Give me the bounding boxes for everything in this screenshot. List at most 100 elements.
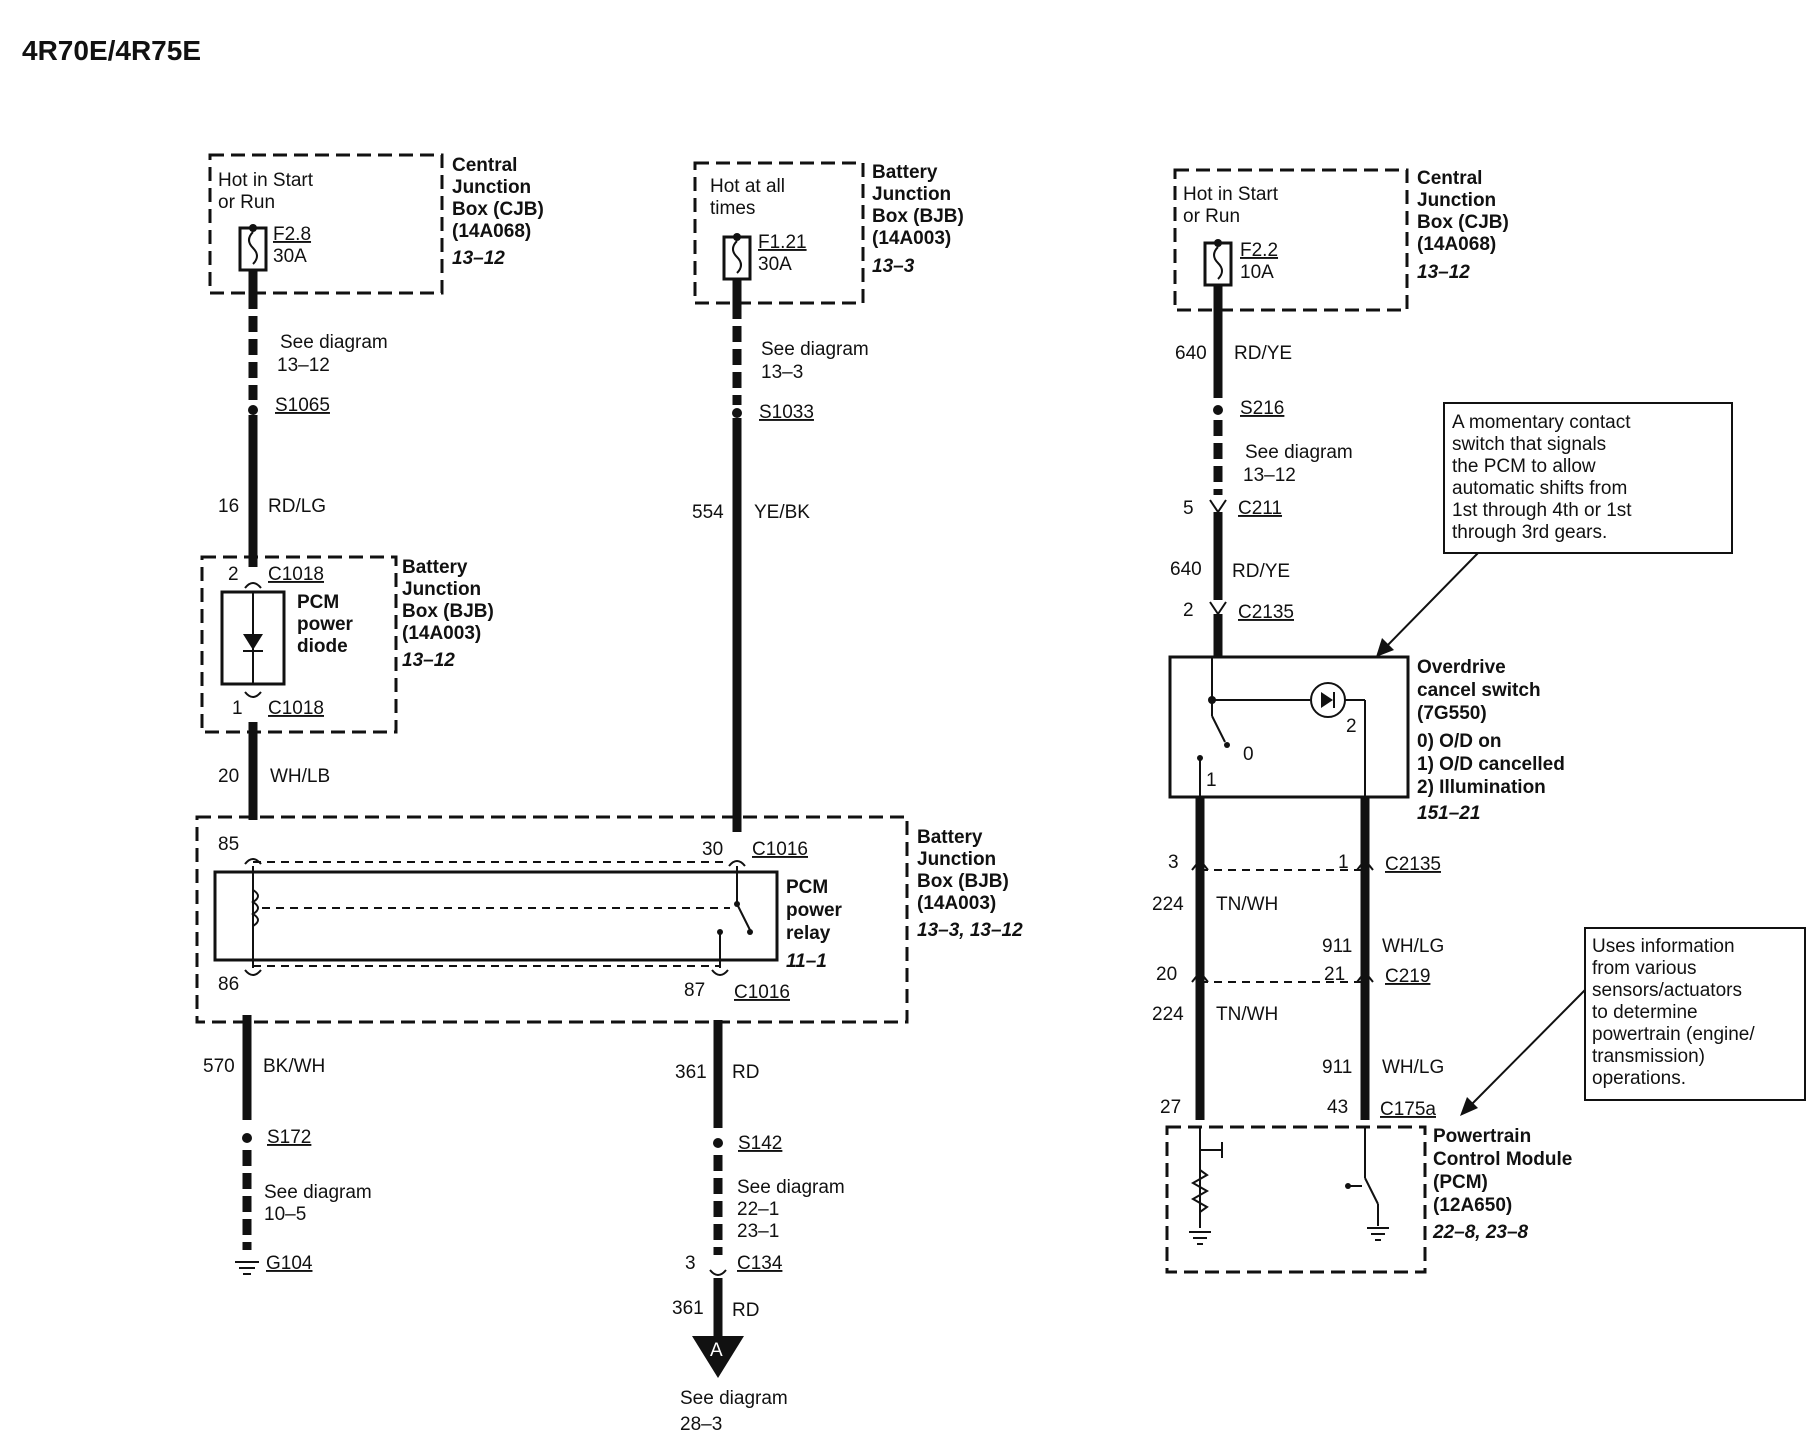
see-diagram-ref: 28–3 — [680, 1414, 722, 1435]
switch-note-line-3: the PCM to allow — [1452, 456, 1596, 477]
pcm-label-3: (PCM) — [1433, 1172, 1488, 1193]
pcm-label-4: (12A650) — [1433, 1195, 1512, 1216]
see-diagram-ref: 13–3 — [761, 362, 803, 383]
cjb-label-3: Box (CJB) — [1417, 212, 1509, 233]
connector-terminal-icon — [244, 969, 262, 976]
fuse-element-icon — [1213, 246, 1223, 280]
bjb-label-2: Junction — [872, 184, 951, 205]
hot-at-all-times-1: Hot at all — [710, 176, 785, 197]
wire-number: 640 — [1175, 343, 1207, 364]
pcm-note-line-5: powertrain (engine/ — [1592, 1024, 1755, 1045]
diode-icon — [243, 634, 263, 650]
splice-dot — [732, 408, 742, 418]
cjb-label-4: (14A068) — [452, 221, 531, 242]
arrow-label: A — [710, 1340, 723, 1361]
relay-switch-arm-icon — [736, 903, 751, 931]
switch-position-0: 0 — [1243, 744, 1254, 765]
relay-ref: 11–1 — [786, 951, 827, 972]
pin-43: 43 — [1327, 1097, 1348, 1118]
cjb-label-2: Junction — [1417, 190, 1496, 211]
see-diagram-label: See diagram — [680, 1388, 788, 1409]
relay-label-2: power — [786, 900, 843, 921]
contact-point — [747, 929, 753, 935]
splice-id: S1033 — [759, 402, 814, 423]
pointer-arrowhead-icon — [1460, 1097, 1478, 1116]
hot-in-start-label-1: Hot in Start — [218, 170, 314, 191]
wire-number: 361 — [675, 1062, 707, 1083]
wire-number: 361 — [672, 1298, 704, 1319]
switch-label-1: Overdrive — [1417, 657, 1506, 678]
bjb-label-3: Box (BJB) — [917, 871, 1009, 892]
fuse-id: F1.21 — [758, 232, 807, 253]
diode-label-1: PCM — [297, 592, 339, 613]
switch-state-1: 1) O/D cancelled — [1417, 754, 1565, 775]
see-diagram-label: See diagram — [1245, 442, 1353, 463]
bjb-label-1: Battery — [917, 827, 983, 848]
pin-number: 2 — [228, 564, 239, 585]
bjb-box-outline — [693, 161, 865, 305]
ground-id: G104 — [266, 1253, 313, 1274]
connector-terminal-icon — [244, 691, 262, 698]
pin-87: 87 — [684, 980, 705, 1001]
bjb-label-4: (14A003) — [872, 228, 951, 249]
wire-number: 554 — [692, 502, 724, 523]
fuse-amps: 10A — [1240, 262, 1274, 283]
connector-id: C1018 — [268, 564, 324, 585]
switch-note-line-4: automatic shifts from — [1452, 478, 1627, 499]
splice-dot — [713, 1138, 723, 1148]
ground-branch: 570 BK/WH S172 See diagram 10–5 G104 — [203, 1015, 372, 1275]
switch-note-line-5: 1st through 4th or 1st — [1452, 500, 1632, 521]
switch-state-0: 0) O/D on — [1417, 731, 1501, 752]
wire-number-left: 224 — [1152, 894, 1184, 915]
wire-number: 16 — [218, 496, 239, 517]
splice-id: S1065 — [275, 395, 330, 416]
cjb-ref: 13–12 — [452, 248, 505, 269]
connector-c2135: C2135 — [1385, 854, 1441, 875]
fuse-element-icon — [248, 231, 258, 265]
pcm-note-line-6: transmission) — [1592, 1046, 1705, 1067]
cjb-label-1: Central — [1417, 168, 1482, 189]
relay-label-1: PCM — [786, 877, 828, 898]
cjb-box-outline — [1173, 168, 1409, 312]
connector-arrow-icon — [1191, 858, 1209, 871]
wire-number: 640 — [1170, 559, 1202, 580]
connector-terminal-icon — [711, 969, 729, 976]
powertrain-control-module: Powertrain Control Module (PCM) (12A650)… — [1165, 927, 1806, 1274]
pcm-note-line-1: Uses information — [1592, 936, 1735, 957]
pcm-note-line-7: operations. — [1592, 1068, 1686, 1089]
fuse-element-icon — [732, 240, 742, 274]
switch-note-line-6: through 3rd gears. — [1452, 522, 1607, 543]
fuse-terminal — [249, 224, 257, 232]
fuse-amps: 30A — [758, 254, 792, 275]
splice-id: S172 — [267, 1127, 311, 1148]
bjb-fuse-f1-21-circuit: Hot at all times F1.21 30A Battery Junct… — [692, 161, 964, 832]
pcm-note-line-3: sensors/actuators — [1592, 980, 1742, 1001]
fuse-id: F2.2 — [1240, 240, 1278, 261]
contact-point — [1224, 742, 1230, 748]
output-branch: 361 RD S142 See diagram 22–1 23–1 3 C134… — [672, 1020, 845, 1435]
connector-id: C1018 — [268, 698, 324, 719]
switch-note-line-2: switch that signals — [1452, 434, 1606, 455]
connector-arrow-icon — [1356, 970, 1374, 983]
wire-color: YE/BK — [754, 502, 810, 523]
cjb-ref: 13–12 — [1417, 262, 1470, 283]
connector-c1016-bottom: C1016 — [734, 982, 790, 1003]
pin-30: 30 — [702, 839, 723, 860]
bjb-ref: 13–3 — [872, 256, 915, 277]
pcm-switch-icon — [1364, 1177, 1379, 1205]
bjb-relay-box-outline — [195, 815, 909, 1024]
bjb-diode-box-outline — [200, 555, 398, 734]
pin-3: 3 — [1168, 852, 1179, 873]
splice-dot — [248, 405, 258, 415]
see-diagram-ref: 10–5 — [264, 1204, 306, 1225]
switch-position-2: 2 — [1346, 716, 1357, 737]
continuation-arrow-icon — [692, 1336, 744, 1378]
connector-c175a: C175a — [1380, 1099, 1436, 1120]
wire-color: WH/LB — [270, 766, 330, 787]
see-diagram-ref: 13–12 — [1243, 465, 1296, 486]
cjb-box-outline — [208, 153, 444, 295]
connector-terminal-icon — [709, 1269, 727, 1276]
connector-terminal-icon — [244, 582, 262, 589]
connector-arrow-icon — [1356, 858, 1374, 871]
pin-20: 20 — [1156, 964, 1177, 985]
